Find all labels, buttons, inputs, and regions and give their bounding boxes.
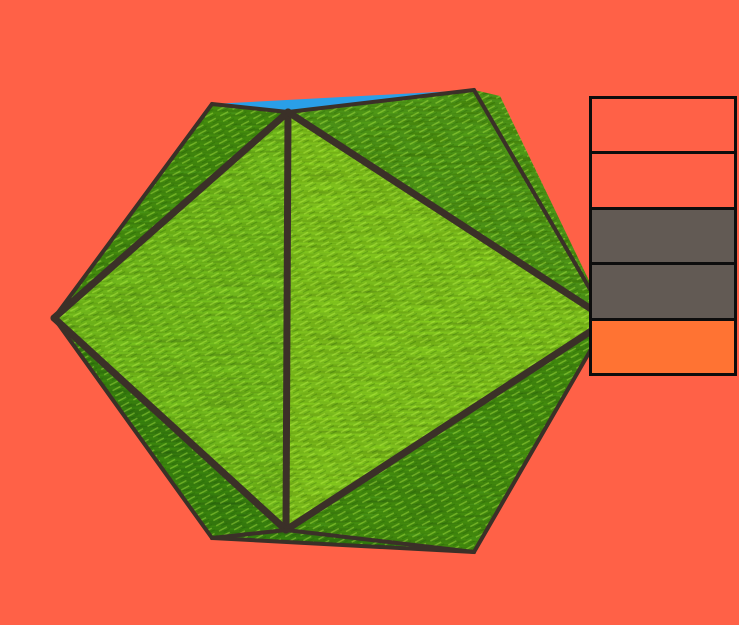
solid-edge xyxy=(282,316,612,534)
color-swatch-4[interactable] xyxy=(592,265,734,318)
color-swatch-1[interactable] xyxy=(592,99,734,152)
color-swatch-3[interactable] xyxy=(592,209,734,263)
top-face xyxy=(212,90,474,112)
upper-right-face-texture xyxy=(288,90,608,320)
solid-edge xyxy=(472,88,610,322)
solid-edge xyxy=(210,102,290,114)
solid-edge xyxy=(52,316,214,540)
solid-edge xyxy=(472,318,610,554)
solid-edge xyxy=(210,536,476,554)
lower-right-face-texture xyxy=(286,320,608,552)
front-right-face-texture xyxy=(286,112,608,530)
solid-edge xyxy=(282,108,292,534)
solid-edge xyxy=(284,108,612,324)
color-swatch-5[interactable] xyxy=(592,320,734,374)
solid-edge xyxy=(286,88,476,114)
solid-edges-group xyxy=(50,88,612,554)
solid-faces-group xyxy=(54,90,608,552)
front-left-face-texture xyxy=(54,112,288,530)
solid-edge xyxy=(52,102,214,320)
solid-edge xyxy=(50,108,292,322)
solid-edge xyxy=(50,314,290,534)
color-swatch-2[interactable] xyxy=(592,154,734,207)
color-swatch-panel xyxy=(589,96,737,376)
